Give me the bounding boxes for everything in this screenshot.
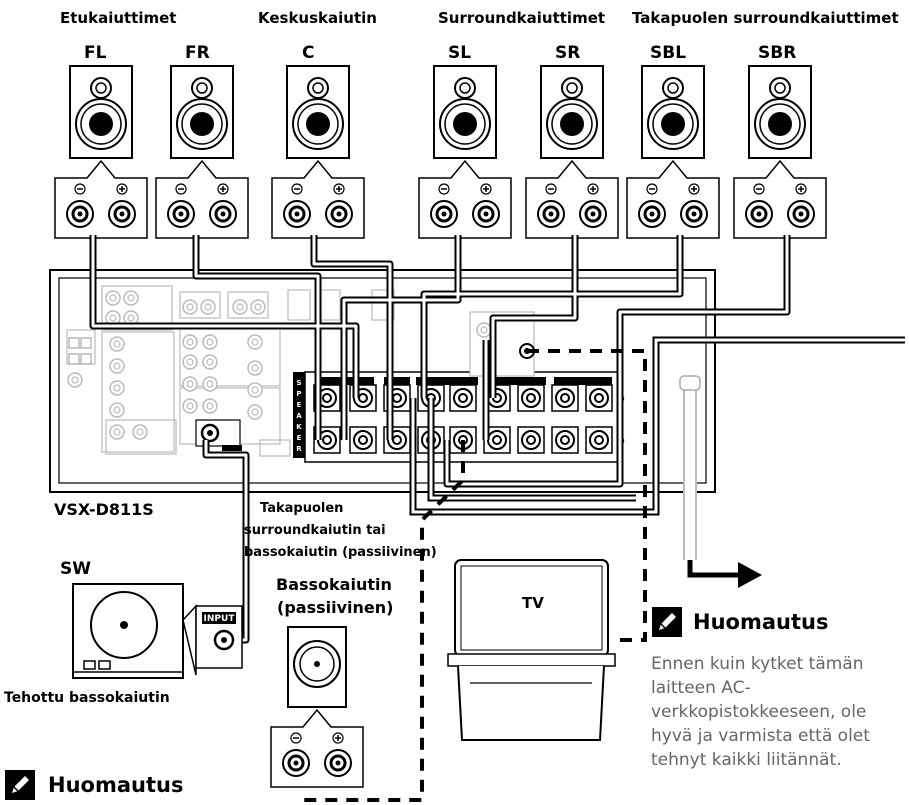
header-surround-back: Takapuolen surroundkaiuttimet [632,9,899,27]
speaker-label-sl: SL [448,43,471,63]
receiver-model: VSX-D811S [54,500,154,519]
note-title-1: Huomautus [693,610,829,634]
speaker-sl [433,65,497,159]
speaker-label-c: C [302,43,314,63]
tv-set [447,559,616,741]
speaker-sbl [641,65,705,159]
terminal-c [270,159,366,240]
pencil-icon [652,607,682,637]
header-surround: Surroundkaiuttimet [438,9,605,27]
speaker-label-sbr: SBR [758,43,796,63]
terminal-sbl [625,159,721,240]
speaker-label-sr: SR [555,43,580,63]
terminal-fl [53,159,149,240]
svg-text:A: A [296,412,302,420]
note-title-2: Huomautus [48,773,184,797]
svg-text:S: S [296,379,301,387]
terminal-sl [417,159,513,240]
svg-text:R: R [296,445,302,453]
dashed-connections [303,349,647,802]
speaker-c [286,65,350,159]
passive-sub-caption-1: Bassokaiutin [276,575,392,594]
receiver-rear-panel: S P E A K E R ⊕ ⊖ [49,269,716,560]
terminal-passive-sub [269,708,365,789]
subwoofer-caption: Tehottu bassokaiutin [4,690,170,706]
terminal-sbr [732,159,828,240]
ac-plug-arrow [687,560,740,578]
pencil-icon [5,770,35,800]
speaker-sr [540,65,604,159]
note-text-1: Ennen kuin kytket tämän laitteen AC-verk… [651,654,870,770]
callout-line3: bassokaiutin (passiivinen) [244,545,437,560]
svg-text:E: E [297,401,302,409]
speaker-label-sbl: SBL [650,43,686,63]
callout-line2: surroundkaiutin tai [244,523,386,538]
subwoofer-input-label: INPUT [204,614,236,624]
passive-subwoofer [287,626,347,708]
svg-text:P: P [296,390,301,398]
header-center: Keskuskaiutin [258,9,377,27]
passive-sub-caption-2: (passiivinen) [277,598,393,617]
svg-text:K: K [296,423,302,431]
subwoofer-label: SW [60,559,91,579]
speaker-label-fl: FL [84,43,107,63]
speaker-fr [170,65,234,159]
speaker-sbr [748,65,812,159]
tv-label: TV [522,594,544,612]
powered-subwoofer [72,583,243,679]
speaker-label-fr: FR [185,43,210,63]
callout-line1: Takapuolen [260,501,343,516]
terminal-sr [524,159,620,240]
speaker-fl [69,65,133,159]
terminal-fr [154,159,250,240]
svg-text:E: E [297,434,302,442]
header-front: Etukaiuttimet [60,9,176,27]
